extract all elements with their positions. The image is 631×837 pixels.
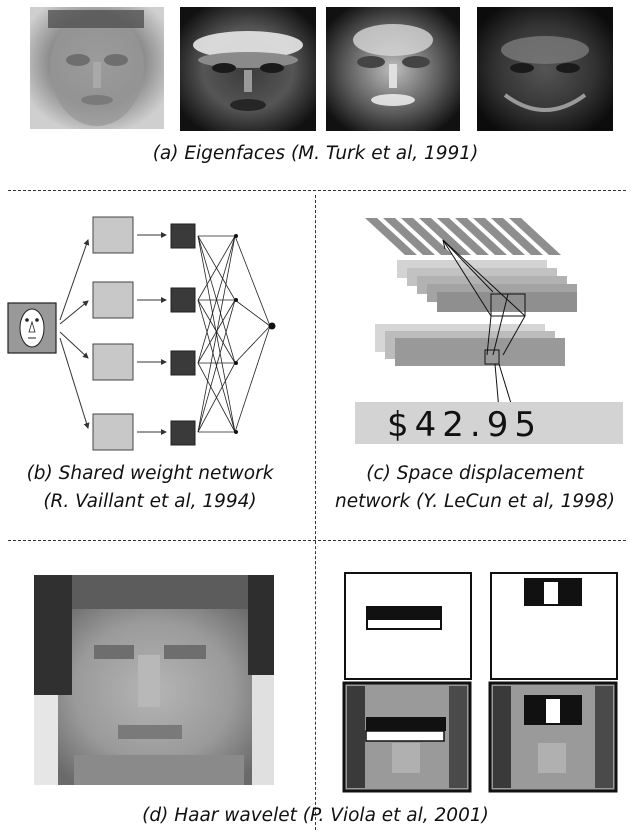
haar-face-overlay-vertical: [488, 681, 618, 793]
eigenface-2-image: [180, 7, 316, 131]
panel-b-caption-line2: (R. Vaillant et al, 1994): [43, 491, 257, 512]
eigenface-3-image: [326, 7, 460, 131]
digit-text: $42.95: [387, 405, 542, 445]
subsampled-map-boxes: [170, 223, 196, 446]
haar-feature-vertical-box: [490, 572, 618, 680]
divider-top: [8, 190, 626, 191]
eigenface-1-image: [30, 7, 164, 129]
haar-face-overlay-horizontal: [342, 681, 472, 793]
divider-bottom: [8, 540, 626, 541]
feature-map-boxes: [92, 216, 134, 451]
feature-layer-stack-1: [397, 260, 577, 312]
space-displacement-network-diagram: $42.95: [355, 218, 623, 445]
panel-d-caption: (d) Haar wavelet (P. Viola et al, 2001): [142, 805, 489, 826]
panel-b-caption-line1: (b) Shared weight network: [26, 463, 274, 484]
panel-a-caption: (a) Eigenfaces (M. Turk et al, 1991): [152, 143, 479, 164]
haar-feature-horizontal-box: [344, 572, 472, 680]
fully-connected-lines: [197, 235, 271, 433]
eigenfaces-row: [30, 7, 613, 131]
panel-c-caption-line1: (c) Space displacement: [366, 463, 584, 484]
feature-layer-stack-2: [375, 324, 565, 366]
shared-weight-network-diagram: [7, 216, 276, 451]
panel-c-caption-line2: network (Y. LeCun et al, 1998): [335, 491, 615, 512]
pixelated-face-image: [34, 575, 274, 785]
divider-vertical: [315, 195, 316, 830]
input-stripes: [365, 218, 561, 255]
output-node: [268, 322, 276, 330]
input-digit-strip: [355, 402, 623, 444]
eigenface-4-image: [477, 7, 613, 131]
